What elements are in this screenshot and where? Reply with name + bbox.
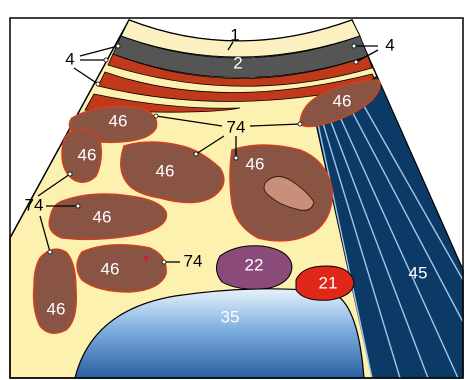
label-node-2: 46 [78, 145, 97, 164]
label-node-7: 46 [101, 259, 120, 278]
label-node-top-right: 46 [333, 91, 352, 110]
label-structure-35: 35 [221, 307, 240, 326]
label-structure-22: 22 [245, 255, 264, 274]
label-muscle-right: 4 [385, 35, 394, 54]
label-node-4: 46 [246, 154, 265, 173]
lymph-node-6 [34, 249, 77, 333]
label-74-top: 74 [227, 117, 246, 136]
label-dark-band: 2 [233, 53, 242, 72]
label-node-3: 46 [156, 161, 175, 180]
label-74-left: 74 [25, 195, 44, 214]
label-node-6: 46 [47, 299, 66, 318]
lymph-node-7 [77, 245, 166, 292]
label-structure-45: 45 [409, 263, 428, 282]
label-structure-21: 21 [319, 273, 338, 292]
node-marker-dot [144, 256, 148, 260]
label-node-1: 46 [109, 111, 128, 130]
label-skin: 1 [230, 25, 239, 44]
label-node-5: 46 [93, 207, 112, 226]
label-74-lower: 74 [184, 251, 203, 270]
label-muscle-left: 4 [65, 49, 74, 68]
